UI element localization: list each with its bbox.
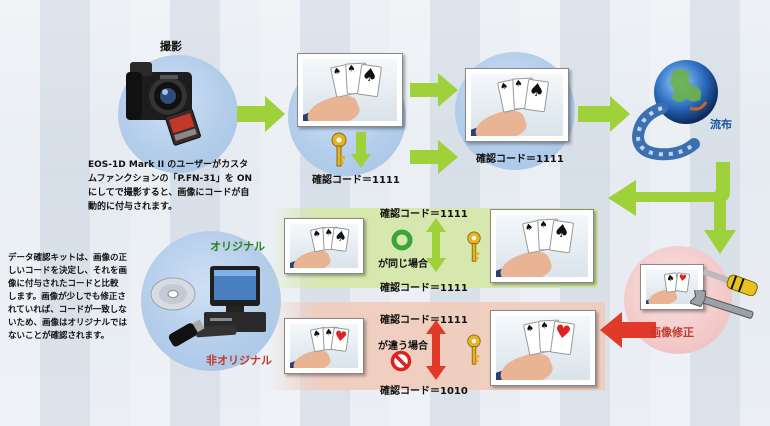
code-label: 確認コード＝1111 xyxy=(380,315,468,326)
kit-desc-line: データ確認キットは、画像の正 xyxy=(8,253,128,263)
camera-desc-line: にしてで撮影すると、画像にコードが自 xyxy=(88,188,250,198)
arrow-globe-to-retouch xyxy=(704,196,736,254)
code-label: 確認コード＝1111 xyxy=(380,209,468,220)
key-icon xyxy=(467,231,481,262)
compare-same-label: が同じ場合 xyxy=(378,259,428,270)
original-label: オリジナル xyxy=(210,240,265,253)
code-label: 確認コード＝1111 xyxy=(380,283,468,294)
double-arrow-red xyxy=(426,320,446,380)
wrench-icon xyxy=(690,290,754,319)
screwdriver-icon xyxy=(702,268,758,296)
distribution-label: 流布 xyxy=(710,118,732,131)
computer-icon xyxy=(196,266,266,338)
key-icon xyxy=(467,334,481,365)
photo-original-right: ♠ ♠ ♠ xyxy=(490,209,594,283)
kit-desc-line: ないことが確認されます。 xyxy=(8,331,110,341)
camera-desc-line: ムファンクションの「P.FN-31」を ON xyxy=(88,174,253,184)
cd-icon xyxy=(150,277,196,311)
globe-icon xyxy=(631,60,718,161)
double-arrow-green xyxy=(426,218,446,272)
compare-different-label: が違う場合 xyxy=(378,341,428,352)
kit-desc-line: します。画像が少しでも修正さ xyxy=(8,292,126,302)
kit-desc-line: れていれば、コードが一致しな xyxy=(8,305,127,315)
arrow-photo-to-distributed xyxy=(410,73,458,107)
photo-after-shooting: ♠ ♠ ♠ xyxy=(297,53,403,127)
arrow-to-globe xyxy=(578,96,630,132)
photo-original-left: ♠ ♠ ♠ xyxy=(284,218,364,274)
arrow-camera-to-photo xyxy=(237,96,285,132)
camera-desc-line: EOS-1D Mark II のユーザーがカスタ xyxy=(88,160,249,170)
code-label: 確認コード＝1111 xyxy=(312,175,400,186)
arrow-retouch-to-non-original xyxy=(600,312,656,348)
arrow-globe-to-original xyxy=(608,162,730,216)
retouch-label: 画像修正 xyxy=(650,326,694,339)
arrow-code-to-distributed xyxy=(410,140,458,174)
code-label: 確認コード＝1111 xyxy=(476,154,564,165)
kit-description: データ確認キットは、画像の正 しいコードを決定し、それを画 像に付与されたコード… xyxy=(8,252,148,343)
kit-desc-line: いため、画像はオリジナルでは xyxy=(8,318,128,328)
non-original-label: 非オリジナル xyxy=(206,354,272,367)
photo-non-original-right: ♠ ♠ ♥ xyxy=(490,310,596,386)
code-label: 確認コード＝1010 xyxy=(380,386,468,397)
photo-distributed: ♠ ♠ ♠ xyxy=(465,68,569,142)
prohibit-icon xyxy=(390,350,412,372)
usb-key-icon xyxy=(168,319,205,347)
ring-icon xyxy=(391,229,413,251)
camera-description: EOS-1D Mark II のユーザーがカスタ ムファンクションの「P.FN-… xyxy=(88,158,308,214)
kit-desc-line: しいコードを決定し、それを画 xyxy=(8,266,128,276)
kit-desc-line: 像に付与されたコードと比較 xyxy=(8,279,119,289)
key-icon xyxy=(331,132,347,167)
arrow-code-down xyxy=(351,132,371,168)
shooting-label: 撮影 xyxy=(160,40,182,53)
memory-card-icon xyxy=(165,108,201,146)
photo-non-original-left: ♠ ♠ ♥ xyxy=(284,318,364,374)
camera-desc-line: 動的に付与されます。 xyxy=(88,202,178,212)
camera-icon xyxy=(126,62,192,120)
